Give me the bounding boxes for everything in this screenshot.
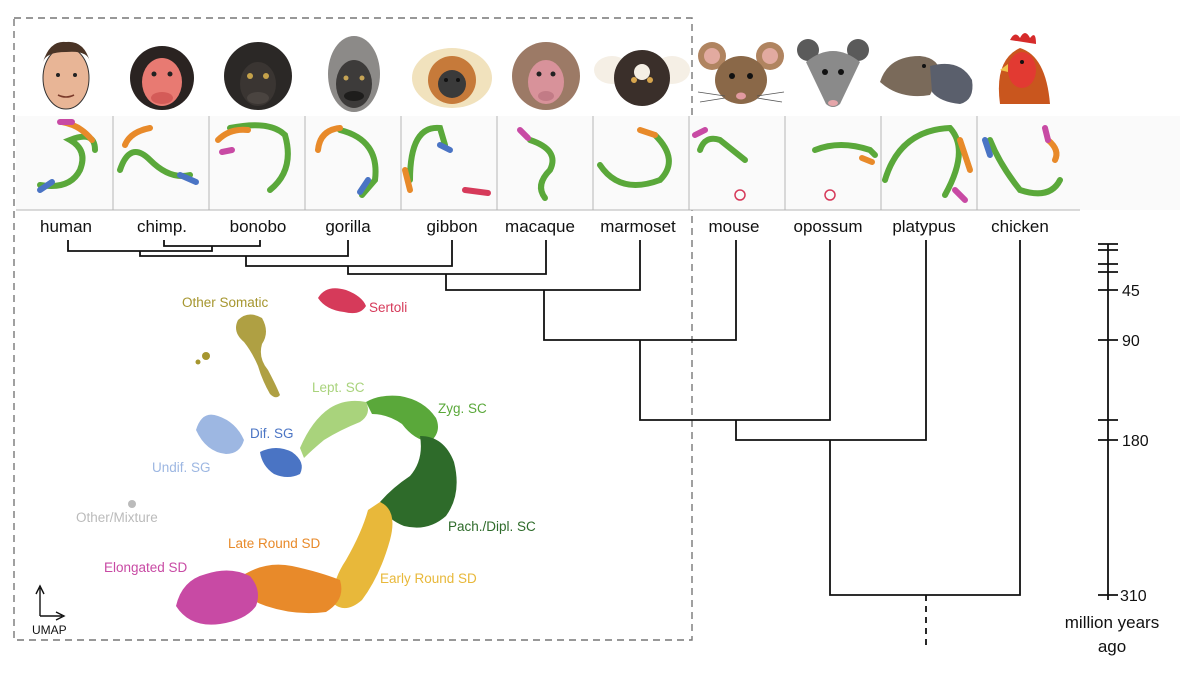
species-label-bonobo: bonobo [230, 217, 287, 236]
phylogenetic-tree [67, 240, 1021, 645]
umap-thumb-macaque [517, 127, 556, 201]
umap-thumb-chicken [982, 125, 1063, 197]
cluster-label-other-mixture: Other/Mixture [76, 510, 158, 525]
cluster-label-zyg-sc: Zyg. SC [438, 401, 487, 416]
umap-thumb-gibbon [402, 124, 491, 196]
platypus-face-icon [880, 56, 973, 104]
cluster-label-undif-sg: Undif. SG [152, 460, 211, 475]
cluster-label-pach-dipl-sc: Pach./Dipl. SC [448, 519, 536, 534]
cluster-blob-elongated-sd [176, 570, 258, 625]
mouse-face-icon [697, 42, 785, 104]
umap-thumb-platypus [882, 124, 973, 203]
cluster-label-lept-sc: Lept. SC [312, 380, 365, 395]
umap-thumb-mouse [692, 127, 748, 201]
time-tick-310: 310 [1120, 588, 1147, 605]
cluster-blob-zyg-sc [366, 395, 438, 442]
umap-plot [128, 288, 457, 625]
species-label-human: human [40, 217, 92, 236]
cluster-blob-early-round-sd [333, 502, 393, 609]
species-label-platypus: platypus [892, 217, 955, 236]
cluster-blob-dif-sg [260, 448, 302, 477]
cluster-blob-late-round-sd [236, 564, 342, 614]
umap-cluster-labels: Other Somatic Sertoli Lept. SC Zyg. SC D… [76, 295, 536, 586]
chimpanzee-face-icon [130, 46, 194, 110]
time-axis-labels: 45 90 180 310 million years ago [1065, 283, 1159, 656]
gorilla-face-icon [328, 36, 380, 112]
species-label-chimp: chimp. [137, 217, 187, 236]
species-label-marmoset: marmoset [600, 217, 676, 236]
primate-dashed-box [13, 17, 693, 641]
species-labels: human chimp. bonobo gorilla gibbon macaq… [40, 217, 1049, 236]
umap-thumb-gorilla [315, 125, 379, 198]
cluster-label-late-round-sd: Late Round SD [228, 536, 321, 551]
chicken-head-icon [998, 33, 1050, 104]
cluster-label-sertoli: Sertoli [369, 300, 407, 315]
gibbon-face-icon [412, 48, 492, 108]
umap-thumb-opossum [812, 142, 878, 201]
bonobo-face-icon [224, 42, 292, 110]
cluster-blob-sertoli [318, 288, 366, 314]
time-tick-180: 180 [1122, 433, 1149, 450]
cluster-label-dif-sg: Dif. SG [250, 426, 294, 441]
cluster-blob-lept-sc [300, 400, 368, 458]
umap-axis-indicator [35, 584, 66, 621]
cluster-label-other-somatic: Other Somatic [182, 295, 269, 310]
cluster-label-elongated-sd: Elongated SD [104, 560, 188, 575]
marmoset-face-icon [594, 50, 690, 106]
species-label-opossum: opossum [794, 217, 863, 236]
species-label-mouse: mouse [708, 217, 759, 236]
species-label-gorilla: gorilla [325, 217, 371, 236]
species-umap-thumbnails [37, 119, 1063, 203]
umap-thumb-marmoset [597, 127, 672, 188]
cluster-blob-undif-sg [196, 414, 244, 454]
time-axis-title-line2: ago [1098, 637, 1126, 656]
umap-thumb-chimp [117, 125, 199, 185]
umap-axis-label: UMAP [32, 623, 67, 637]
time-axis-title-line1: million years [1065, 613, 1159, 632]
cluster-blob-other-mixture [128, 500, 136, 508]
cluster-label-early-round-sd: Early Round SD [380, 571, 477, 586]
time-tick-90: 90 [1122, 333, 1140, 350]
cluster-blob-other-somatic [236, 314, 280, 398]
umap-thumb-human [37, 119, 98, 193]
umap-thumb-bonobo [215, 122, 291, 193]
human-face-icon [42, 41, 90, 110]
time-axis [1098, 243, 1118, 600]
opossum-face-icon [797, 39, 869, 107]
time-tick-45: 45 [1122, 283, 1140, 300]
species-icons [42, 33, 1050, 112]
species-label-chicken: chicken [991, 217, 1049, 236]
species-label-gibbon: gibbon [426, 217, 477, 236]
species-label-macaque: macaque [505, 217, 575, 236]
macaque-face-icon [512, 42, 580, 110]
cluster-blob-pach-dipl-sc [380, 436, 457, 528]
